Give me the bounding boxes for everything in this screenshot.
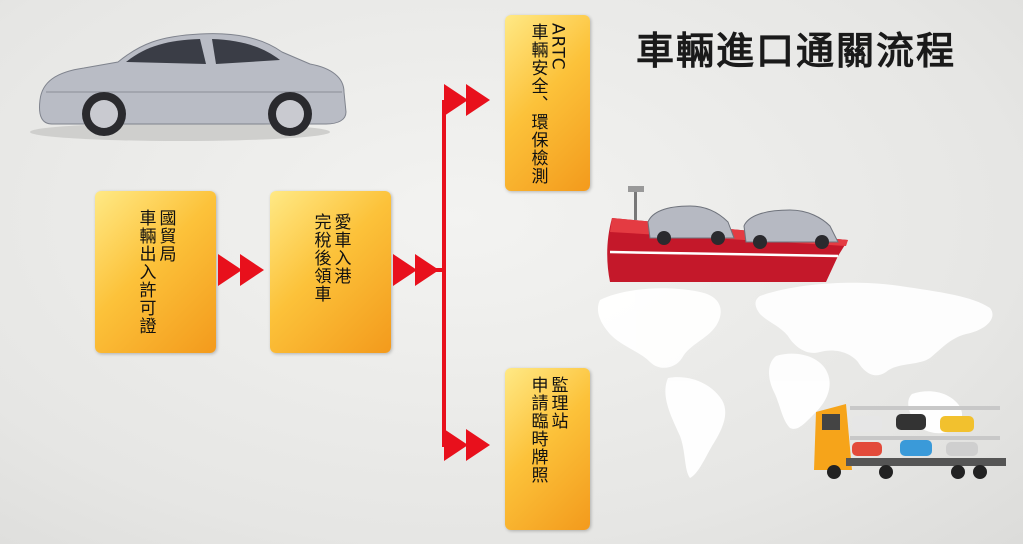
arrow-to-artc — [444, 84, 490, 116]
step-port-arrival-line-2: 完稅後領車 — [310, 213, 331, 303]
step-port-arrival-line-1: 愛車入港 — [330, 213, 351, 285]
step-artc-inspection: ARTC 車輛安全、環保檢測 — [505, 15, 590, 191]
arrow-port-to-branch — [393, 254, 439, 286]
branch-line-horizontal — [436, 268, 446, 272]
step-artc-inspection-line-2: 車輛安全、環保檢測 — [527, 23, 548, 185]
step-port-arrival: 愛車入港 完稅後領車 — [270, 191, 391, 353]
step-artc-inspection-line-1: ARTC — [547, 23, 568, 71]
cargo-ship-with-cars — [607, 186, 848, 282]
step-temporary-plate-line-1: 監理站 — [547, 376, 568, 430]
step-import-permit-line-1: 國貿局 — [155, 209, 176, 263]
page-title: 車輛進口通關流程 — [636, 29, 957, 73]
world-map — [597, 282, 993, 478]
step-import-permit-text: 國貿局 車輛出入許可證 — [136, 209, 176, 335]
step-artc-inspection-text: ARTC 車輛安全、環保檢測 — [528, 23, 568, 185]
arrow-to-plate — [444, 429, 490, 461]
step-temporary-plate-line-2: 申請臨時牌照 — [527, 376, 548, 484]
step-port-arrival-text: 愛車入港 完稅後領車 — [311, 213, 351, 303]
step-temporary-plate: 監理站 申請臨時牌照 — [505, 368, 590, 530]
branch-line-vertical — [442, 100, 446, 447]
arrow-permit-to-port — [218, 254, 264, 286]
silver-sedan — [30, 33, 347, 141]
car-carrier-truck — [814, 404, 1006, 479]
step-import-permit: 國貿局 車輛出入許可證 — [95, 191, 216, 353]
step-temporary-plate-text: 監理站 申請臨時牌照 — [528, 376, 568, 484]
step-import-permit-line-2: 車輛出入許可證 — [135, 209, 156, 335]
